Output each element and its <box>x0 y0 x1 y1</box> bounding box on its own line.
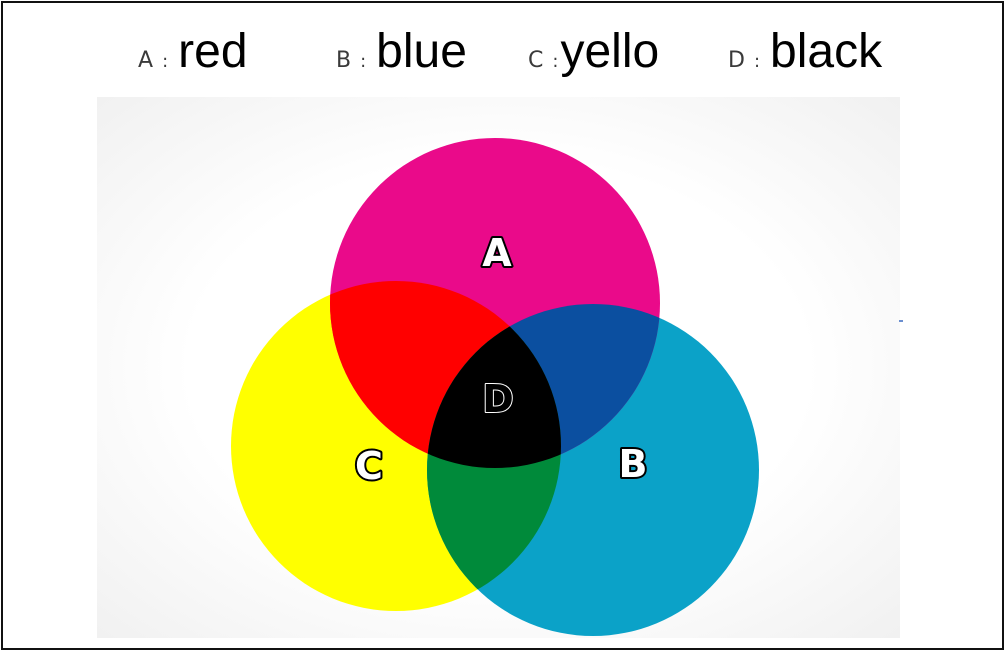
overlap-a-b-c <box>427 304 561 468</box>
legend-key-c: C <box>528 48 545 73</box>
label-a: A <box>482 231 512 275</box>
legend-item-a: A : red <box>138 22 248 82</box>
legend-value-d: black <box>770 25 883 78</box>
legend-separator-c: : <box>552 51 559 72</box>
label-b: B <box>619 442 648 486</box>
legend-item-d: D : black <box>728 22 882 82</box>
legend-key-b: B <box>336 48 353 73</box>
legend-separator-b: : <box>360 51 367 72</box>
legend-key-a: A <box>138 48 155 73</box>
legend-item-b: B : blue <box>336 22 467 82</box>
label-d: D <box>482 377 514 421</box>
legend-item-c: C : yello <box>528 22 659 82</box>
legend-value-a: red <box>178 25 248 78</box>
legend-key-d: D <box>728 48 746 73</box>
legend-value-b: blue <box>376 25 467 78</box>
venn-diagram: A B C D <box>97 97 900 638</box>
legend-separator-d: : <box>753 51 761 72</box>
stray-tick-mark <box>899 320 903 322</box>
legend-value-c: yello <box>560 25 660 78</box>
legend-separator-a: : <box>162 51 169 72</box>
label-c: C <box>355 444 383 488</box>
